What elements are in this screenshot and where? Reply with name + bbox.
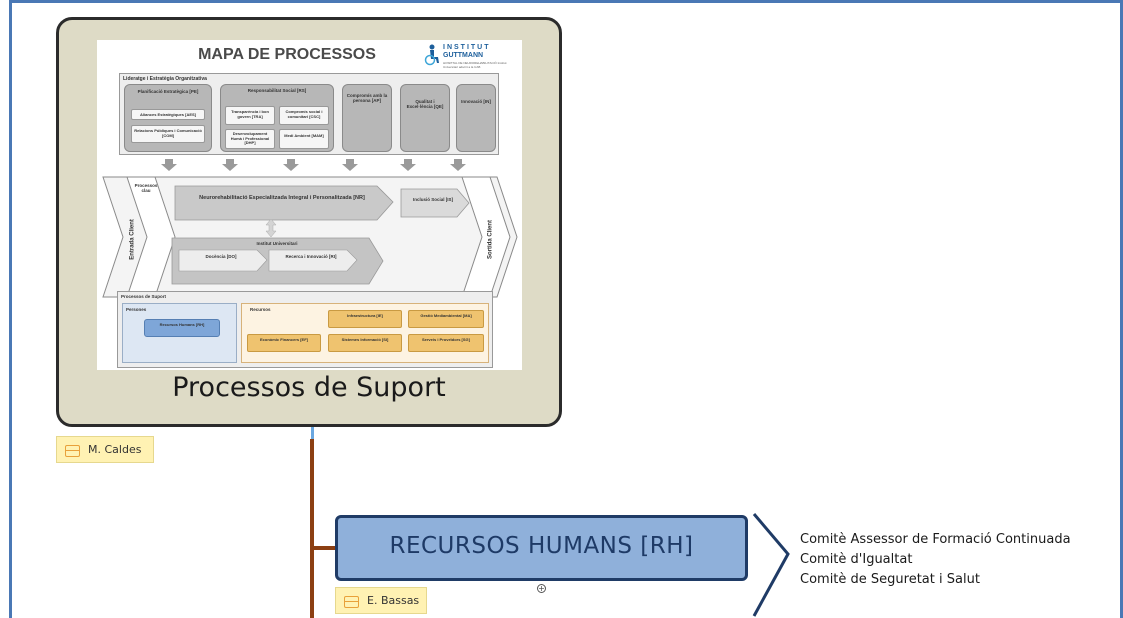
down-arrows xyxy=(161,159,466,171)
innovacio-box: Innovació [IN] xyxy=(456,84,496,152)
leadership-label: Lideratge i Estratègia Organitzativa xyxy=(123,76,207,82)
owner-name: E. Bassas xyxy=(367,594,420,607)
canvas-frame-top xyxy=(9,0,1123,3)
canvas-frame-right xyxy=(1120,0,1123,618)
persones-box: Persones Recursos Humans [RH] xyxy=(122,303,237,363)
logo-line1: INSTITUT xyxy=(443,44,491,51)
planificacio-title: Planificació Estratègica [PE] xyxy=(137,89,199,94)
card-icon xyxy=(344,596,359,608)
down-arrow-icon xyxy=(222,159,238,171)
topic-recursos-humans[interactable]: RECURSOS HUMANS [RH] xyxy=(335,515,748,581)
bracket-icon xyxy=(752,513,790,617)
planificacio-box: Planificació Estratègica [PE] Aliances E… xyxy=(124,84,212,152)
card-icon xyxy=(65,445,80,457)
entry-label: Entrada Client xyxy=(129,219,136,260)
relacions-box: Relacions Públiques i Comunicació [COM] xyxy=(131,125,205,143)
aliances-box: Aliances Estratègiques [AES] xyxy=(131,109,205,120)
key-processes-label: Processos clau xyxy=(134,183,158,194)
process-map-image: MAPA DE PROCESSOS INSTITUT GUTTMANN HOSP… xyxy=(97,40,522,370)
owner-badge-bassas[interactable]: E. Bassas xyxy=(335,587,427,614)
child-topic[interactable]: Comitè d'Igualtat xyxy=(800,552,913,567)
owner-badge-caldes[interactable]: M. Caldes xyxy=(56,436,154,463)
recursos-box: Recursos Infraestructura [IE] Gestió Med… xyxy=(241,303,489,363)
leadership-block: Lideratge i Estratègia Organitzativa Pla… xyxy=(119,73,499,155)
institut-label: Institut Universitari xyxy=(256,241,298,246)
child-topic[interactable]: Comitè Assessor de Formació Continuada xyxy=(800,532,1071,547)
guttmann-logo: INSTITUT GUTTMANN HOSPITAL DE NEUROREHAB… xyxy=(423,44,515,72)
support-label: Processos de Suport xyxy=(121,294,167,299)
topic-processos-de-suport[interactable]: MAPA DE PROCESSOS INSTITUT GUTTMANN HOSP… xyxy=(56,17,562,427)
docencia-label: Docència [DO] xyxy=(205,254,237,259)
rh-pill: Recursos Humans [RH] xyxy=(144,319,220,337)
rh-title: RECURSOS HUMANS [RH] xyxy=(389,533,694,559)
expand-plus-icon[interactable]: + xyxy=(537,584,546,593)
docencia-arrow xyxy=(178,249,268,272)
map-shapes xyxy=(102,159,518,307)
responsabilitat-title: Responsabilitat Social [RS] xyxy=(247,88,307,93)
logo-line3: HOSPITAL DE NEUROREHABILITACIÓ Institut … xyxy=(443,61,507,69)
down-arrow-icon xyxy=(450,159,466,171)
recerca-arrow xyxy=(268,249,358,272)
recerca-label: Recerca i Innovació [RI] xyxy=(285,254,337,259)
owner-name: M. Caldes xyxy=(88,443,142,456)
qualitat-box: Qualitat i Excel·lència [QE] xyxy=(400,84,450,152)
connector-start xyxy=(311,427,314,439)
down-arrow-icon xyxy=(342,159,358,171)
connector-horizontal xyxy=(310,546,336,550)
down-arrow-icon xyxy=(283,159,299,171)
logo-line2: GUTTMANN xyxy=(443,52,484,59)
canvas-frame-left xyxy=(9,0,12,618)
nr-label: Neurorehabilitació Especialitzada Integr… xyxy=(199,195,365,201)
child-topic[interactable]: Comitè de Seguretat i Salut xyxy=(800,572,980,587)
vertical-arrow-icon xyxy=(265,218,277,238)
exit-label: Sortida Client xyxy=(487,219,494,259)
map-title: MAPA DE PROCESSOS xyxy=(198,46,376,63)
is-label: Inclusió Social [IS] xyxy=(412,197,453,202)
support-block: Processos de Suport Persones Recursos Hu… xyxy=(117,291,493,368)
connector-vertical xyxy=(310,439,314,618)
topic-title: Processos de Suport xyxy=(172,372,446,403)
down-arrow-icon xyxy=(161,159,177,171)
is-arrow xyxy=(400,188,470,218)
rh-children: Comitè Assessor de Formació Continuada C… xyxy=(800,530,1071,590)
nr-arrow xyxy=(174,185,394,221)
wheelchair-logo-icon xyxy=(424,44,439,66)
down-arrow-icon xyxy=(400,159,416,171)
compromis-box: Compromís amb la persona [AP] xyxy=(342,84,392,152)
responsabilitat-box: Responsabilitat Social [RS] Transparènci… xyxy=(220,84,334,152)
